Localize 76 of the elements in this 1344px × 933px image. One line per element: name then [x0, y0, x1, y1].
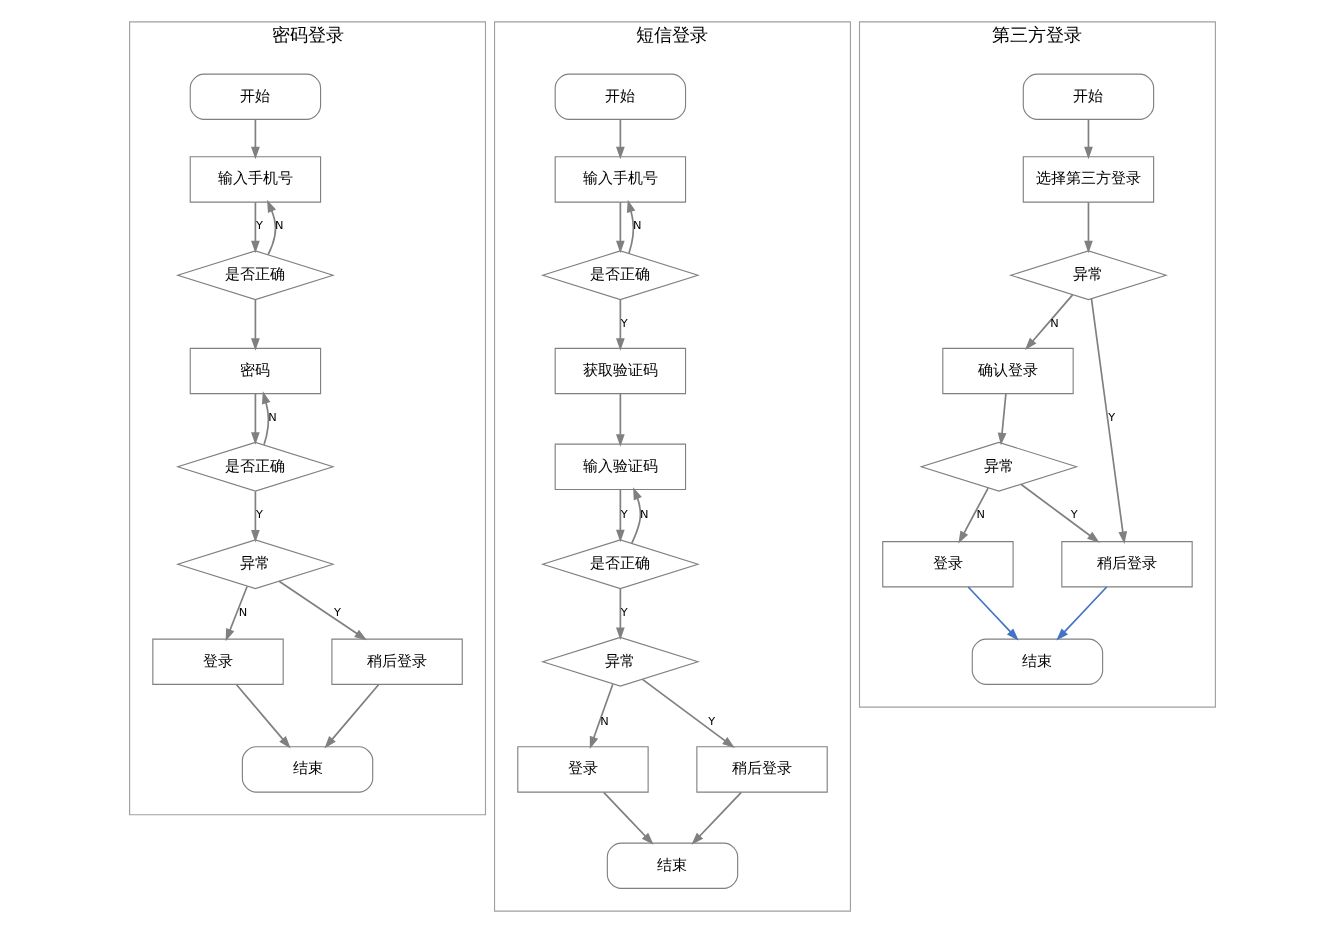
arrow [966, 586, 1019, 641]
node-diamond: 异常 [918, 441, 1078, 492]
arrow [615, 588, 625, 640]
arrow [1024, 294, 1073, 351]
edge-label: N [238, 604, 247, 619]
arrow [1090, 298, 1127, 545]
arrow [250, 490, 260, 543]
arrow [615, 299, 625, 351]
node-diamond: 是否正确 [175, 441, 335, 492]
node-box: 开始 [1022, 73, 1154, 120]
edge-label: Y [255, 507, 263, 522]
node-box: 登录 [516, 746, 649, 793]
node-box: 开始 [554, 73, 686, 120]
arrow [690, 791, 742, 845]
arrow [626, 199, 635, 255]
arrow [235, 683, 291, 749]
arrow [615, 201, 625, 254]
arrow [1083, 201, 1093, 254]
node-diamond: 异常 [175, 539, 335, 590]
arrow [266, 199, 276, 256]
arrow [250, 118, 260, 160]
arrow [250, 299, 260, 351]
node-box: 选择第三方登录 [1022, 156, 1154, 203]
arrow [602, 791, 654, 845]
arrow [641, 678, 735, 748]
node-box: 登录 [881, 541, 1014, 588]
node-box: 结束 [606, 842, 738, 889]
node-box: 稍后登录 [330, 638, 463, 685]
edge-label: Y [620, 315, 628, 330]
node-box: 输入手机号 [554, 156, 686, 203]
edge-label: N [267, 409, 277, 424]
node-diamond: 是否正确 [540, 250, 700, 301]
arrow [250, 201, 260, 254]
edge-label: Y [1107, 409, 1115, 424]
arrow [277, 580, 367, 641]
node-box: 输入验证码 [554, 443, 686, 490]
arrow [589, 683, 614, 750]
arrow [1083, 118, 1093, 160]
node-box: 登录 [151, 638, 284, 685]
edge-label: N [632, 218, 642, 233]
arrow [1055, 586, 1107, 641]
arrow [250, 392, 260, 445]
arrow [615, 118, 625, 160]
node-box: 结束 [241, 746, 373, 793]
edge-label: N [1049, 315, 1059, 330]
node-diamond: 异常 [540, 636, 700, 687]
arrow [1019, 483, 1100, 543]
arrow [225, 585, 248, 642]
edge-label: N [599, 714, 609, 729]
edge-label: Y [620, 604, 628, 619]
node-box: 获取验证码 [554, 347, 686, 395]
node-box: 密码 [189, 347, 321, 395]
edge-label: Y [1070, 507, 1078, 522]
edge-label: Y [620, 507, 628, 522]
node-diamond: 是否正确 [175, 250, 335, 301]
node-box: 确认登录 [941, 347, 1074, 395]
node-diamond: 异常 [1008, 250, 1168, 301]
arrow [261, 391, 270, 446]
node-box: 稍后登录 [1060, 541, 1193, 588]
edge-label: N [639, 507, 648, 522]
arrow [615, 392, 625, 447]
edge-label: Y [333, 604, 341, 619]
arrow [323, 683, 379, 749]
arrow [615, 488, 625, 543]
arrow [997, 392, 1007, 446]
node-diamond: 是否正确 [540, 539, 700, 590]
node-box: 开始 [189, 73, 321, 120]
arrow [630, 487, 642, 544]
arrow [957, 487, 989, 544]
edge-label: N [976, 507, 985, 522]
node-box: 稍后登录 [695, 746, 828, 793]
edge-label: Y [707, 714, 715, 729]
edge-label: Y [255, 218, 263, 233]
edge-label: N [274, 218, 283, 233]
node-box: 输入手机号 [189, 156, 321, 203]
node-box: 结束 [971, 638, 1103, 685]
